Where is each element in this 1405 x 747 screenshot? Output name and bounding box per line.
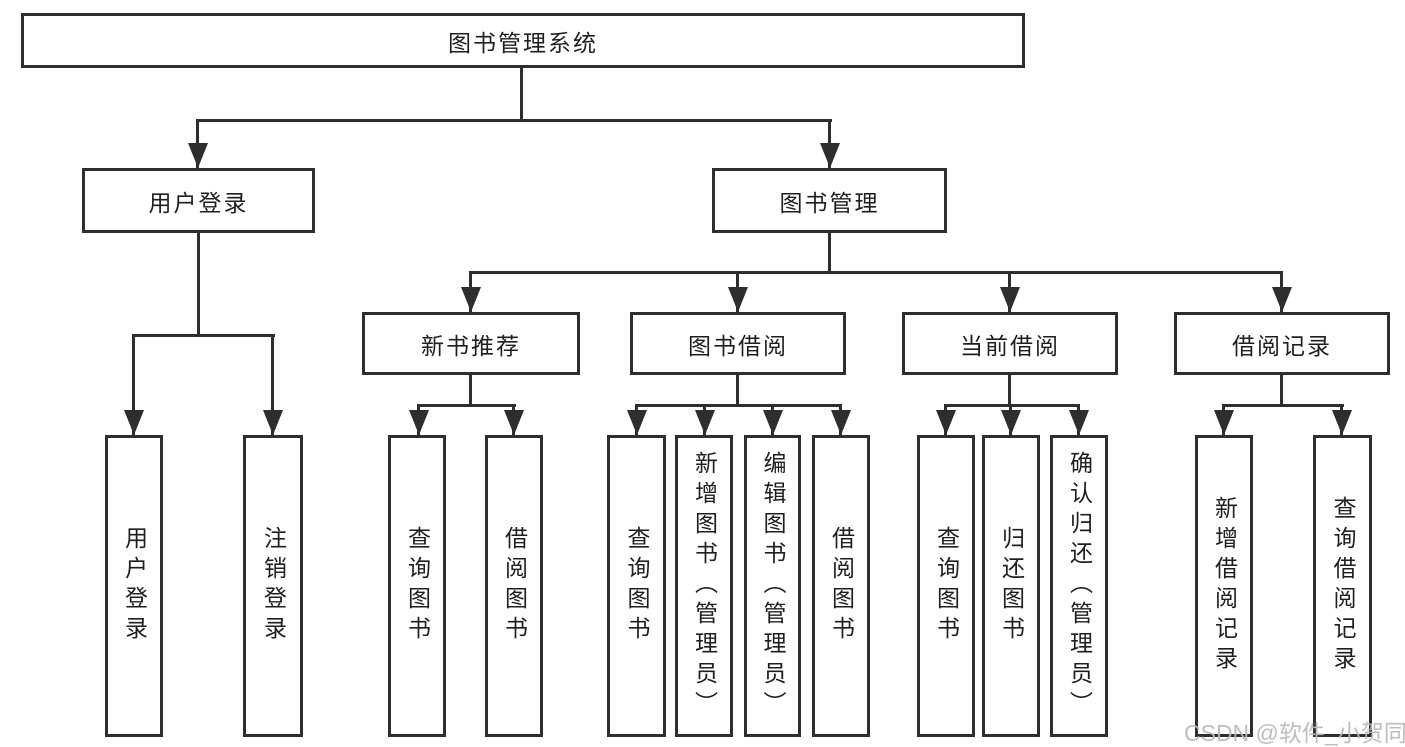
connector-borrow-records-stem xyxy=(1280,375,1283,405)
connector-current-borrow-stem xyxy=(1008,375,1011,405)
leaf-borrow-books-borrow: 借阅图书 xyxy=(812,435,870,737)
node-root: 图书管理系统 xyxy=(21,13,1025,68)
connector-to-leaf-login xyxy=(132,334,135,435)
connector-borrow-records-hline xyxy=(1222,404,1344,407)
leaf-user-login: 用户登录 xyxy=(105,435,163,737)
arrow-down-icon xyxy=(695,410,715,435)
leaf-edit-books-admin-label: 编辑图书（管理员） xyxy=(760,451,786,721)
node-borrow-records-label: 借阅记录 xyxy=(1232,332,1332,359)
connector-to-leaf-logout xyxy=(271,334,274,435)
arrow-down-icon xyxy=(188,143,208,168)
leaf-confirm-return-admin-label: 确认归还（管理员） xyxy=(1066,451,1093,721)
arrow-down-icon xyxy=(124,410,144,435)
connector-new-books-hline xyxy=(417,404,516,407)
arrow-down-icon xyxy=(763,410,783,435)
node-book-management: 图书管理 xyxy=(712,168,947,233)
node-new-books: 新书推荐 xyxy=(362,312,580,375)
leaf-add-borrow-record-label: 新增借阅记录 xyxy=(1211,496,1238,676)
connector-level3-hline xyxy=(469,271,1283,274)
node-current-borrow-label: 当前借阅 xyxy=(960,332,1060,359)
connector-root-stem xyxy=(520,68,523,120)
arrow-down-icon xyxy=(820,143,840,168)
arrow-down-icon xyxy=(728,287,748,312)
connector-new-books-stem xyxy=(469,375,472,405)
csdn-watermark: CSDN @软件_小贺同学 xyxy=(1184,720,1405,746)
arrow-down-icon xyxy=(409,410,429,435)
leaf-query-books-newbooks-label: 查询图书 xyxy=(404,526,431,646)
leaf-borrow-books-borrow-label: 借阅图书 xyxy=(828,526,855,646)
node-book-borrow-label: 图书借阅 xyxy=(688,332,788,359)
leaf-query-books-current: 查询图书 xyxy=(917,435,975,737)
leaf-add-books-admin: 新增图书（管理员） xyxy=(675,435,733,737)
connector-level2-hline xyxy=(196,119,832,122)
arrow-down-icon xyxy=(263,410,283,435)
node-root-label: 图书管理系统 xyxy=(448,29,598,56)
node-user-login-label: 用户登录 xyxy=(148,189,249,216)
connector-user-login-hline xyxy=(133,334,275,337)
connector-user-login-stem xyxy=(197,233,200,335)
arrow-down-icon xyxy=(936,410,956,435)
arrow-down-icon xyxy=(1332,410,1352,435)
node-current-borrow: 当前借阅 xyxy=(902,312,1118,375)
arrow-down-icon xyxy=(627,410,647,435)
leaf-borrow-books-newbooks: 借阅图书 xyxy=(485,435,543,737)
arrow-down-icon xyxy=(1272,287,1292,312)
arrow-down-icon xyxy=(1214,410,1234,435)
leaf-return-books-label: 归还图书 xyxy=(998,526,1025,646)
leaf-logout: 注销登录 xyxy=(243,435,303,737)
leaf-query-books-current-label: 查询图书 xyxy=(933,526,960,646)
leaf-logout-label: 注销登录 xyxy=(260,526,287,646)
leaf-user-login-label: 用户登录 xyxy=(121,526,148,646)
node-book-management-label: 图书管理 xyxy=(779,189,880,216)
leaf-query-books-borrow-label: 查询图书 xyxy=(624,526,650,646)
arrow-down-icon xyxy=(1069,410,1089,435)
connector-current-borrow-hline xyxy=(944,404,1080,407)
arrow-down-icon xyxy=(831,410,851,435)
node-book-borrow: 图书借阅 xyxy=(630,312,846,375)
leaf-return-books: 归还图书 xyxy=(982,435,1040,737)
leaf-query-books-newbooks: 查询图书 xyxy=(388,435,446,737)
arrow-down-icon xyxy=(504,410,524,435)
arrow-down-icon xyxy=(1000,287,1020,312)
connector-book-borrow-hline xyxy=(635,404,841,407)
node-new-books-label: 新书推荐 xyxy=(421,332,521,359)
connector-book-management-stem xyxy=(828,233,831,272)
leaf-add-borrow-record: 新增借阅记录 xyxy=(1195,435,1253,737)
connector-book-borrow-stem xyxy=(736,375,739,405)
leaf-borrow-books-newbooks-label: 借阅图书 xyxy=(501,526,528,646)
leaf-add-books-admin-label: 新增图书（管理员） xyxy=(691,451,718,721)
arrow-down-icon xyxy=(1001,410,1021,435)
leaf-confirm-return-admin: 确认归还（管理员） xyxy=(1050,435,1108,737)
arrow-down-icon xyxy=(461,287,481,312)
node-user-login: 用户登录 xyxy=(82,168,315,233)
leaf-query-borrow-record: 查询借阅记录 xyxy=(1313,435,1372,737)
leaf-query-borrow-record-label: 查询借阅记录 xyxy=(1330,496,1356,676)
node-borrow-records: 借阅记录 xyxy=(1174,312,1390,375)
leaf-query-books-borrow: 查询图书 xyxy=(607,435,666,737)
leaf-edit-books-admin: 编辑图书（管理员） xyxy=(744,435,801,737)
